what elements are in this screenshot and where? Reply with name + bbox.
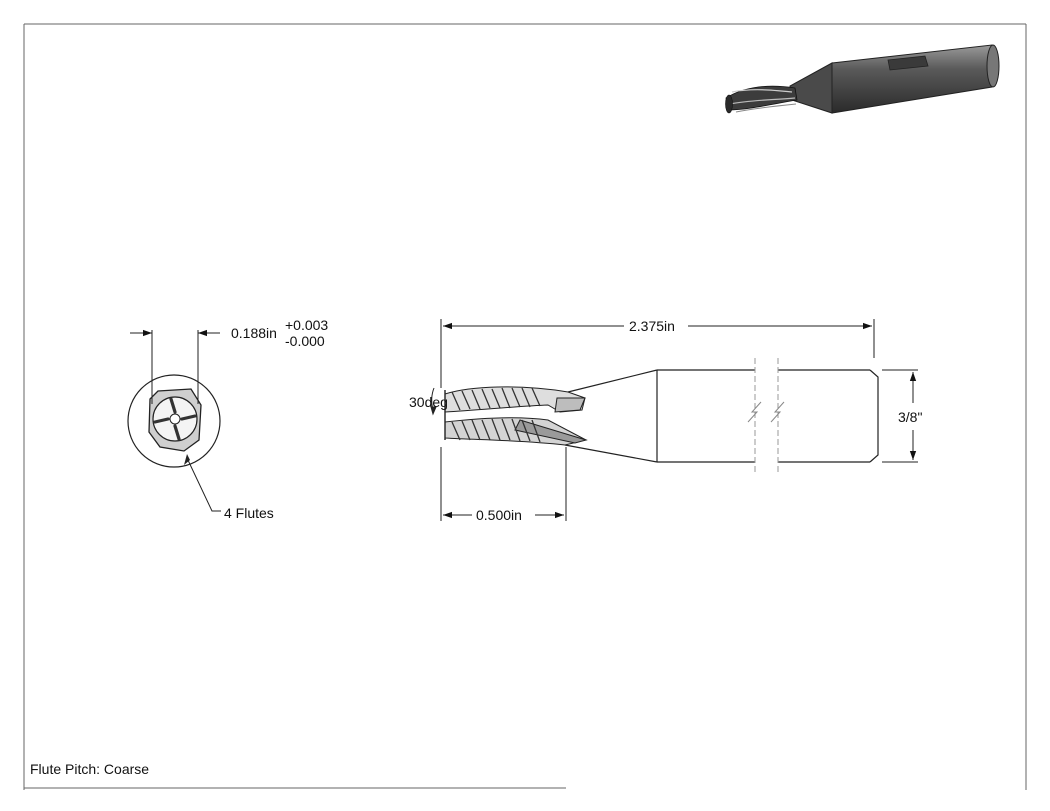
shank-diameter-label: 3/8": [898, 409, 922, 425]
end-view-tolerance-minus: -0.000: [285, 333, 325, 349]
end-view-shank-circle: [127, 374, 221, 468]
side-view-outline: [564, 369, 879, 463]
shank-diameter-dimension: [882, 369, 918, 463]
end-view-diameter-dimension: [130, 329, 220, 404]
flute-pitch-note: Flute Pitch: Coarse: [30, 761, 150, 777]
flutes-leader: [186, 457, 221, 512]
side-view-fluted-section: [444, 386, 588, 446]
overall-length-dimension: [440, 319, 875, 388]
isometric-view: [725, 44, 1000, 114]
end-view-diameter-label: 0.188in: [231, 325, 277, 341]
isometric-flutes: [725, 85, 798, 114]
flute-length-dimension: [440, 447, 567, 521]
side-view-break-lines: [754, 358, 779, 475]
side-view-break-marks: [747, 401, 785, 423]
angle-label: 30deg: [409, 394, 448, 410]
end-view: 0.188in +0.003 -0.000 4 Flutes: [127, 317, 328, 521]
drawing-frame: [23, 23, 1027, 790]
end-view-tolerance-plus: +0.003: [285, 317, 328, 333]
flute-length-label: 0.500in: [476, 507, 522, 523]
angle-dimension: [430, 387, 437, 416]
side-view: 2.375in 3/8" 0.500in 30deg: [409, 318, 922, 523]
end-view-cutter: [148, 388, 202, 465]
overall-length-label: 2.375in: [629, 318, 675, 334]
flutes-label: 4 Flutes: [224, 505, 274, 521]
